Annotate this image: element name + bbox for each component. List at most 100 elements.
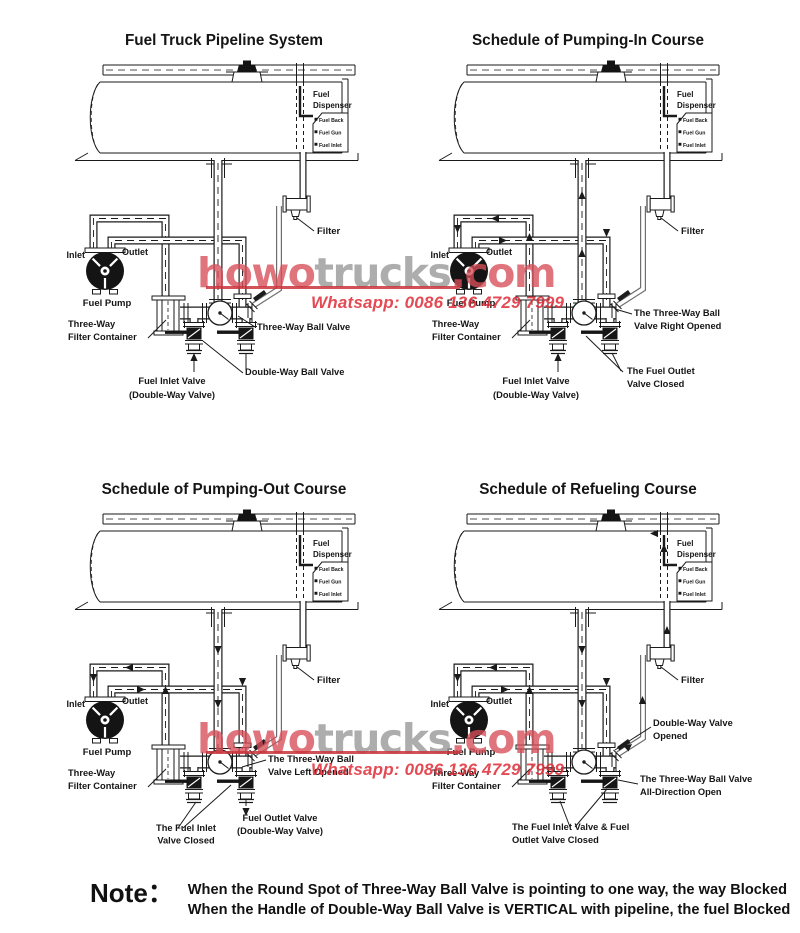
fuel-dispenser-label: Fuel — [677, 90, 693, 99]
flow-arrow — [602, 229, 611, 237]
dispenser-port-label: Fuel Back — [319, 567, 344, 573]
callout-label: All-Direction Open — [640, 787, 722, 797]
filter-label: Filter — [317, 226, 341, 237]
fuel-pump-icon — [84, 696, 126, 744]
watermark-whatsapp-top: Whatsapp: 0086 136 4729 7999 — [311, 293, 565, 312]
tank — [74, 60, 359, 161]
filter-icon — [646, 195, 675, 220]
flow-arrow — [161, 686, 170, 694]
filter-icon — [282, 644, 311, 669]
callout-label: The Three-Way Ball — [634, 308, 720, 318]
callout-label: The Fuel Outlet — [627, 366, 695, 376]
flow-arrow — [650, 529, 658, 538]
callout-label: (Double-Way Valve) — [237, 826, 323, 836]
flow-arrow — [89, 674, 98, 682]
note-line-2: When the Handle of Double-Way Ball Valve… — [187, 901, 791, 918]
dispenser-port-label: Fuel Inlet — [683, 592, 706, 598]
fuel-dispenser-label: Fuel — [677, 539, 693, 548]
outlet-label: Outlet — [486, 696, 512, 706]
manhole-icon — [226, 509, 268, 532]
callout-label: The Three-Way Ball — [268, 754, 354, 764]
filter-container-label: Three-Way — [432, 768, 480, 778]
callout-label: Valve Closed — [157, 836, 215, 846]
flow-arrow — [125, 663, 133, 672]
dispenser-port-label: Fuel Gun — [319, 580, 341, 586]
three-way-ball-valve-icon — [571, 299, 597, 326]
callout-label: Double-Way Valve — [653, 718, 733, 728]
flow-arrow — [499, 236, 507, 245]
fuel-pump-label: Fuel Pump — [447, 747, 496, 758]
dispenser-port-label: Fuel Back — [319, 118, 344, 124]
filter-container-label: Three-Way — [432, 319, 480, 329]
outlet-label: Outlet — [122, 247, 148, 257]
filter-container-label: Three-Way — [68, 768, 116, 778]
dispenser-port-label: Fuel Inlet — [319, 592, 342, 598]
filter-container-label: Filter Container — [68, 781, 137, 791]
manhole-icon — [590, 60, 632, 83]
dispenser-port-label: Fuel Inlet — [683, 143, 706, 149]
callout-fuel-outlet-valve: Fuel Outlet Valve(Double-Way Valve) — [237, 813, 323, 836]
callout-label: Fuel Inlet Valve — [502, 376, 569, 386]
outlet-label: Outlet — [122, 696, 148, 706]
callout-fuel-inlet-valve: Fuel Inlet Valve(Double-Way Valve) — [493, 353, 579, 400]
flow-arrow — [489, 663, 497, 672]
callout-double-way-ball-valve: Double-Way Ball Valve — [202, 340, 344, 377]
dispenser-port-label: Fuel Back — [683, 118, 708, 124]
fuel-outlet-valve-icon — [581, 767, 621, 804]
filter-icon — [646, 644, 675, 669]
flow-arrow — [578, 191, 586, 199]
fuel-dispenser-label: Dispenser — [677, 550, 716, 559]
filter-container-label: Filter Container — [68, 332, 137, 342]
inlet-label: Inlet — [430, 699, 449, 709]
flow-arrow — [578, 249, 586, 257]
filter-container-label: Three-Way — [68, 319, 116, 329]
three-way-ball-valve-icon — [207, 299, 233, 326]
fuel-dispenser-label: Dispenser — [313, 101, 352, 110]
fuel-inlet-valve-icon — [529, 318, 569, 355]
fuel-outlet-valve-icon — [581, 318, 621, 355]
flow-arrow — [638, 696, 647, 704]
fuel-pump-icon — [84, 247, 126, 295]
flow-arrow — [525, 686, 534, 694]
flow-arrow — [214, 646, 222, 654]
filter-label: Filter — [681, 226, 705, 237]
watermark-underline-bottom — [206, 751, 460, 754]
flow-arrow — [578, 700, 586, 708]
callout-label: Valve Closed — [627, 379, 685, 389]
filter-container-label: Filter Container — [432, 781, 501, 791]
callout-three-way-ball-valve: Three-Way Ball Valve — [237, 315, 350, 332]
flow-arrow — [238, 678, 247, 686]
fuel-pump-icon — [448, 696, 490, 744]
fuel-dispenser-label: Fuel — [313, 539, 329, 548]
flow-arrow — [491, 214, 499, 223]
flow-arrow — [242, 808, 250, 816]
dispenser-port-label: Fuel Gun — [319, 131, 341, 137]
fuel-dispenser-label: Fuel — [313, 90, 329, 99]
three-way-ball-valve-icon — [571, 748, 597, 775]
double-way-valve-icon — [246, 290, 267, 313]
inlet-label: Inlet — [66, 699, 85, 709]
filter-container-label: Filter Container — [432, 332, 501, 342]
panel-title: Schedule of Refueling Course — [479, 481, 697, 498]
watermark-whatsapp-bottom: Whatsapp: 0086 136 4729 7999 — [311, 760, 565, 779]
filter-label: Filter — [681, 675, 705, 686]
callout-label: Valve Left Opened — [268, 767, 349, 777]
flow-arrow — [663, 626, 671, 634]
callout-label: The Three-Way Ball Valve — [640, 774, 752, 784]
flow-arrow — [660, 544, 668, 552]
dispenser-port-label: Fuel Back — [683, 567, 708, 573]
fuel-pump-label: Fuel Pump — [447, 298, 496, 309]
manhole-icon — [226, 60, 268, 83]
outlet-label: Outlet — [486, 247, 512, 257]
